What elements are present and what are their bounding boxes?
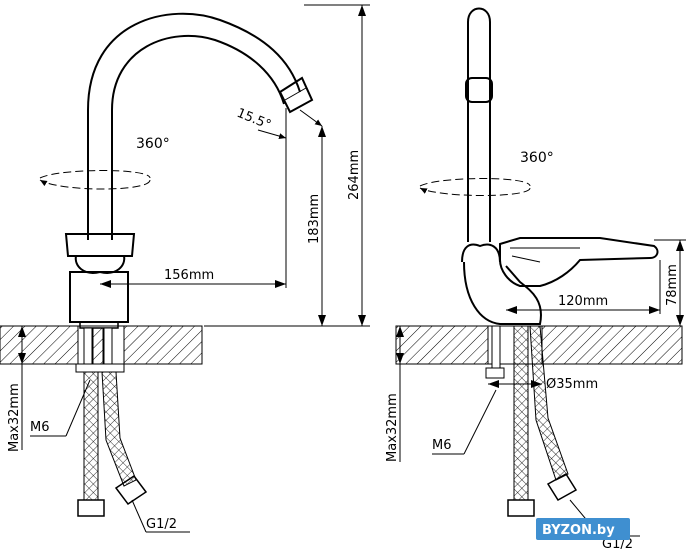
angle-label-left: 15.5° (235, 106, 273, 133)
left-view: 360° 15.5° 264mm 183mm (0, 4, 370, 533)
faucet-body-right (461, 237, 659, 325)
angle-dimension-left (257, 108, 323, 140)
hole-diameter-label-right: Ø35mm (546, 377, 598, 392)
body-height-dimension-right (654, 239, 686, 326)
handle-reach-label-right: 120mm (558, 294, 608, 309)
hole-diameter-dimension-right (488, 380, 542, 388)
watermark-text: BYZON.by (542, 523, 615, 538)
connection-leader-left (131, 499, 190, 533)
thickness-label-left: Max32mm (7, 383, 22, 452)
rotation-label-left: 360° (136, 136, 170, 152)
body-height-label-right: 78mm (665, 264, 680, 306)
countertop-left (0, 325, 203, 365)
stud-leader-left (30, 379, 91, 437)
stud-label-right: M6 (432, 438, 452, 453)
hoses-right (485, 325, 578, 517)
spout-left (87, 12, 314, 240)
hoses-left (75, 327, 148, 517)
rotation-label-right: 360° (520, 150, 554, 166)
stud-leader-right (432, 389, 497, 455)
reach-dimension-left (100, 140, 287, 288)
thickness-dimension-left (18, 326, 26, 450)
handle-reach-dimension-right (506, 260, 661, 314)
byzon-watermark: BYZON.by (536, 518, 630, 540)
connection-label-right: G1/2 (602, 537, 633, 550)
rotation-indicator-right (419, 178, 531, 196)
height-dimension-left (204, 4, 370, 327)
faucet-body-left (64, 233, 136, 329)
thickness-dimension-right (396, 326, 404, 462)
thickness-label-right: Max32mm (385, 393, 400, 462)
spout-right (465, 7, 493, 242)
spout-height-dimension-left (318, 126, 326, 326)
countertop-right (395, 325, 683, 365)
right-view: 360° 78mm 120mm Ø35mm (385, 7, 686, 550)
reach-label-left: 156mm (164, 268, 214, 283)
stud-label-left: M6 (30, 420, 50, 435)
height-label-left: 264mm (347, 150, 362, 200)
connection-label-left: G1/2 (146, 517, 177, 532)
rotation-indicator-left (39, 170, 151, 190)
spout-height-label-left: 183mm (307, 194, 322, 244)
